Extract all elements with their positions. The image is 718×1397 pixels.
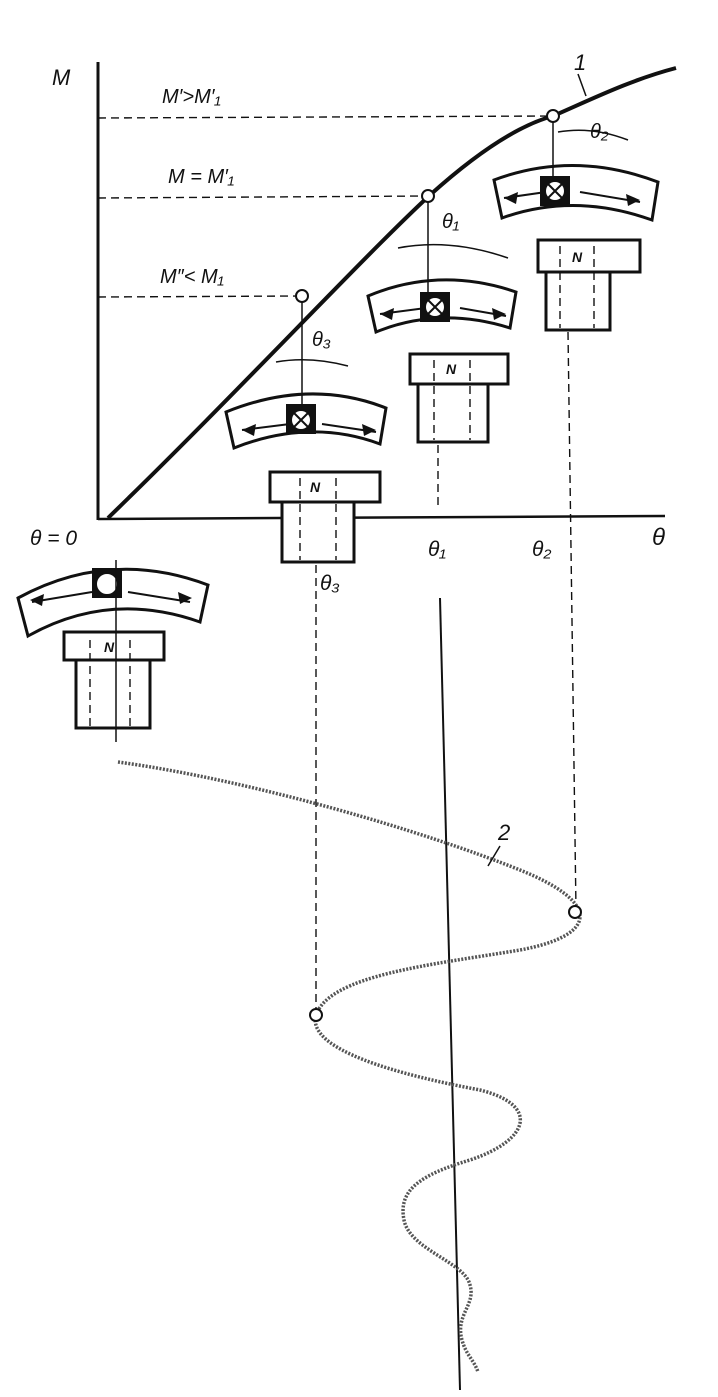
- projection-theta2: [567, 331, 577, 911]
- angle-mark-theta1: θ₁: [442, 211, 459, 233]
- point-theta1: [421, 189, 435, 203]
- curve-2-point-theta2: [568, 905, 582, 919]
- theta-axis: [97, 514, 666, 521]
- point-theta2: [546, 109, 560, 123]
- theta-axis-label: θ: [652, 524, 665, 551]
- rotor-stator-assembly-theta3: N: [224, 302, 388, 564]
- level-label-m-prime: M′>M′₁: [162, 86, 221, 108]
- angle-mark-theta3: θ₃: [312, 329, 331, 351]
- curve-2-label: 2: [497, 820, 510, 845]
- curve-1-label: 1: [574, 50, 586, 75]
- curve-2-leader: [487, 845, 501, 867]
- angle-arc-theta1: [397, 243, 509, 259]
- pole-n-theta3: N: [310, 479, 321, 495]
- centre-vertical-line: [439, 597, 461, 1391]
- rotor-stator-assembly-theta0: N: [16, 560, 210, 742]
- level-label-m-double-prime: M″< M₁: [160, 266, 224, 288]
- pole-n-theta0: N: [104, 639, 115, 655]
- axis-label-theta1: θ₁: [428, 538, 446, 561]
- level-line-m-equal: [97, 195, 429, 199]
- origin-label: θ = 0: [30, 527, 77, 550]
- curve-2-point-theta3: [309, 1008, 323, 1022]
- pole-n-theta2: N: [572, 249, 583, 265]
- m-axis-label: M: [52, 65, 71, 90]
- rotor-stator-assembly-theta2: N: [492, 122, 660, 332]
- torque-curve-1: [106, 66, 677, 520]
- angle-arc-theta3: [275, 359, 349, 367]
- level-line-m-prime: [97, 115, 554, 119]
- curve-1-leader: [577, 73, 587, 97]
- oscillation-curve-2: [117, 760, 582, 1373]
- axis-label-theta2: θ₂: [532, 538, 551, 561]
- pole-n-theta1: N: [446, 361, 457, 377]
- angle-arc-theta2: [557, 129, 629, 141]
- axis-label-theta3: θ₃: [320, 572, 340, 595]
- point-theta3: [295, 289, 309, 303]
- level-label-m-equal: M = M′₁: [168, 166, 234, 188]
- level-line-m-double-prime: [97, 295, 303, 298]
- rotor-stator-assembly-theta1: N: [366, 202, 518, 444]
